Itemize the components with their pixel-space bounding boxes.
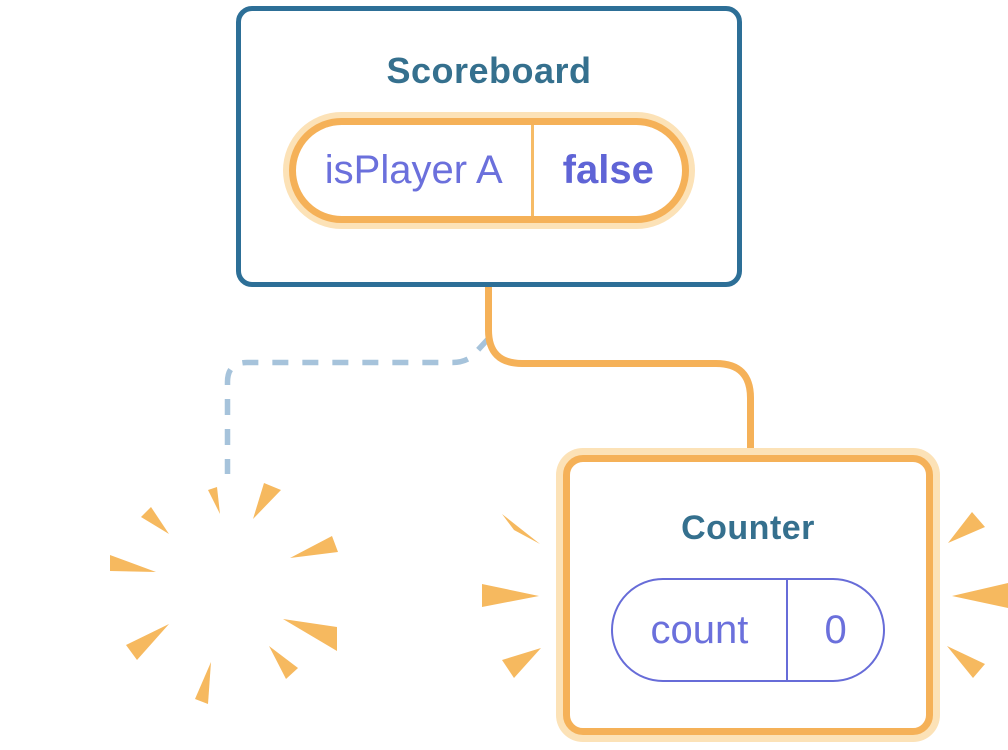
- scoreboard-state-pill: isPlayer A false: [289, 118, 689, 223]
- emphasis-marks-left-icon: [482, 514, 541, 678]
- pill-divider: [785, 580, 789, 680]
- state-key: count: [650, 607, 749, 652]
- counter-title: Counter: [681, 509, 815, 547]
- scoreboard-card: Scoreboard isPlayer A false: [236, 6, 742, 287]
- state-value: false: [562, 148, 654, 192]
- destroyed-card: [90, 454, 366, 728]
- scoreboard-title: Scoreboard: [386, 50, 592, 91]
- counter-state-pill: count 0: [611, 578, 885, 682]
- state-key: isPlayer A: [324, 148, 503, 192]
- connector-line-active: [485, 284, 754, 455]
- connector-line-destroyed: [224, 336, 492, 474]
- counter-card: Counter count 0: [563, 455, 933, 735]
- burst-poof-icon: [110, 483, 338, 704]
- emphasis-marks-right-icon: [947, 512, 1008, 678]
- state-value: 0: [824, 607, 847, 652]
- pill-divider: [531, 125, 535, 216]
